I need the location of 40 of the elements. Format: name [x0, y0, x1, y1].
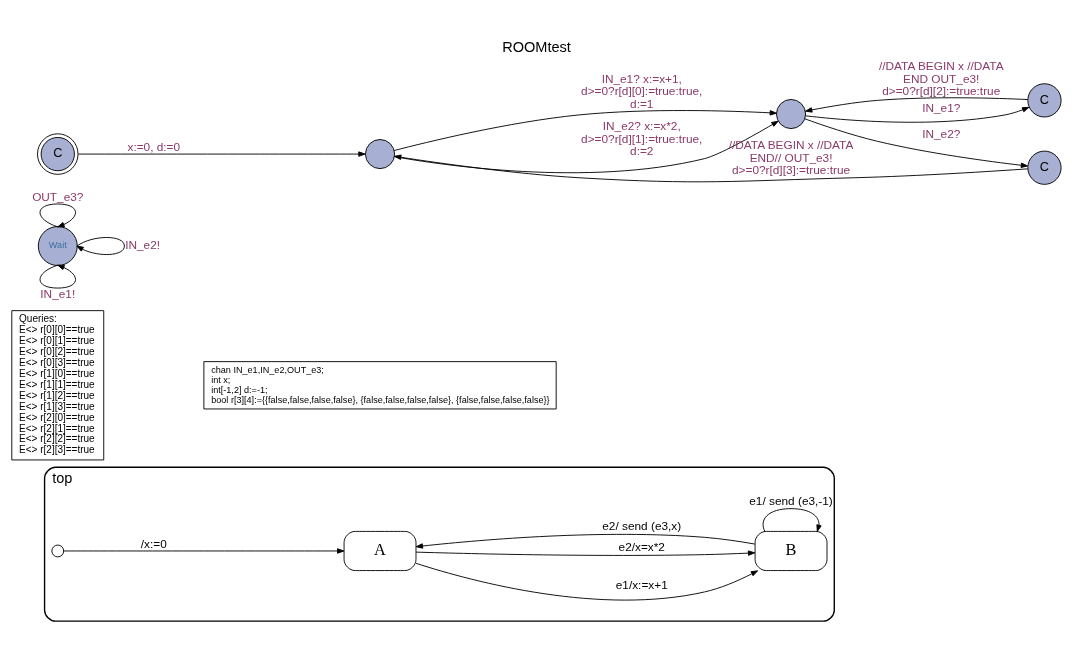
diagram-title: ROOMtest: [502, 38, 571, 55]
arrow: [394, 154, 1029, 182]
node-box: Queries: E<> r[0][0]==true E<> r[0][1]==true E<> r[0][2]==true E<> r[0][3]==true E<> r[1][0]==true E<> r[1][1]==true E<> r[1][2]==true E<> r[1][3]==true E<> r[2][0]==true E<> r[2][1]==true E<> r[2][2]==true E<> r[2][3]==true: [11, 309, 105, 460]
arrow: [805, 106, 1030, 123]
node-box: chan IN_e1,IN_e2,OUT_e3; int x; int[-1,2] d:=-1; bool r[3][4]:={{false,false,false,false}, {false,false,false,false}, {false,false,false,false}}: [203, 360, 557, 409]
node-circle: C: [1027, 150, 1062, 185]
edge-label: IN_e2!: [125, 237, 161, 252]
arrow: [393, 109, 777, 151]
arrow: [415, 549, 756, 556]
edge-label: IN_e2?: [922, 126, 961, 141]
edge-label: e1/x:=x+1: [615, 577, 668, 592]
arrow: [415, 533, 756, 549]
arrow: [77, 150, 366, 157]
arrow: [39, 203, 76, 227]
node-circle: [776, 98, 807, 129]
edge-label: //DATA BEGIN x //DATA END OUT_e3! d>=0?r[d][2]:=true:true: [878, 58, 1004, 98]
edge-label: IN_e1?: [922, 100, 961, 115]
node-circle: C: [1027, 82, 1062, 117]
arrow: [762, 507, 822, 532]
node-circle: [51, 544, 65, 557]
edge-label: e1/ send (e3,-1): [749, 493, 833, 508]
node-circle: [365, 138, 396, 169]
edge-label: IN_e1? x:=x+1, d>=0?r[d][0]:=true:true, d:=1: [581, 71, 703, 111]
arrow: [39, 264, 76, 289]
edge-label: IN_e1!: [40, 286, 76, 301]
node-box: B: [754, 530, 828, 571]
arrow: [63, 547, 345, 554]
arrow: [804, 117, 1029, 168]
edge-label: e2/ send (e3,x): [602, 518, 682, 533]
edge-label: e2/x=x*2: [618, 539, 665, 554]
edge-label: IN_e2? x:=x*2, d>=0?r[d][1]:=true:true, d:=2: [581, 118, 703, 158]
edge-label: OUT_e3?: [32, 189, 84, 204]
arrow: [415, 562, 759, 601]
node-circle: Wait: [37, 225, 78, 266]
arrow: [394, 120, 779, 173]
arrow: [805, 96, 1029, 113]
edge-label: /x:=0: [140, 536, 167, 551]
node-box: A: [343, 530, 417, 571]
arrow: [76, 236, 125, 255]
edge-label: x:=0, d:=0: [127, 139, 181, 154]
